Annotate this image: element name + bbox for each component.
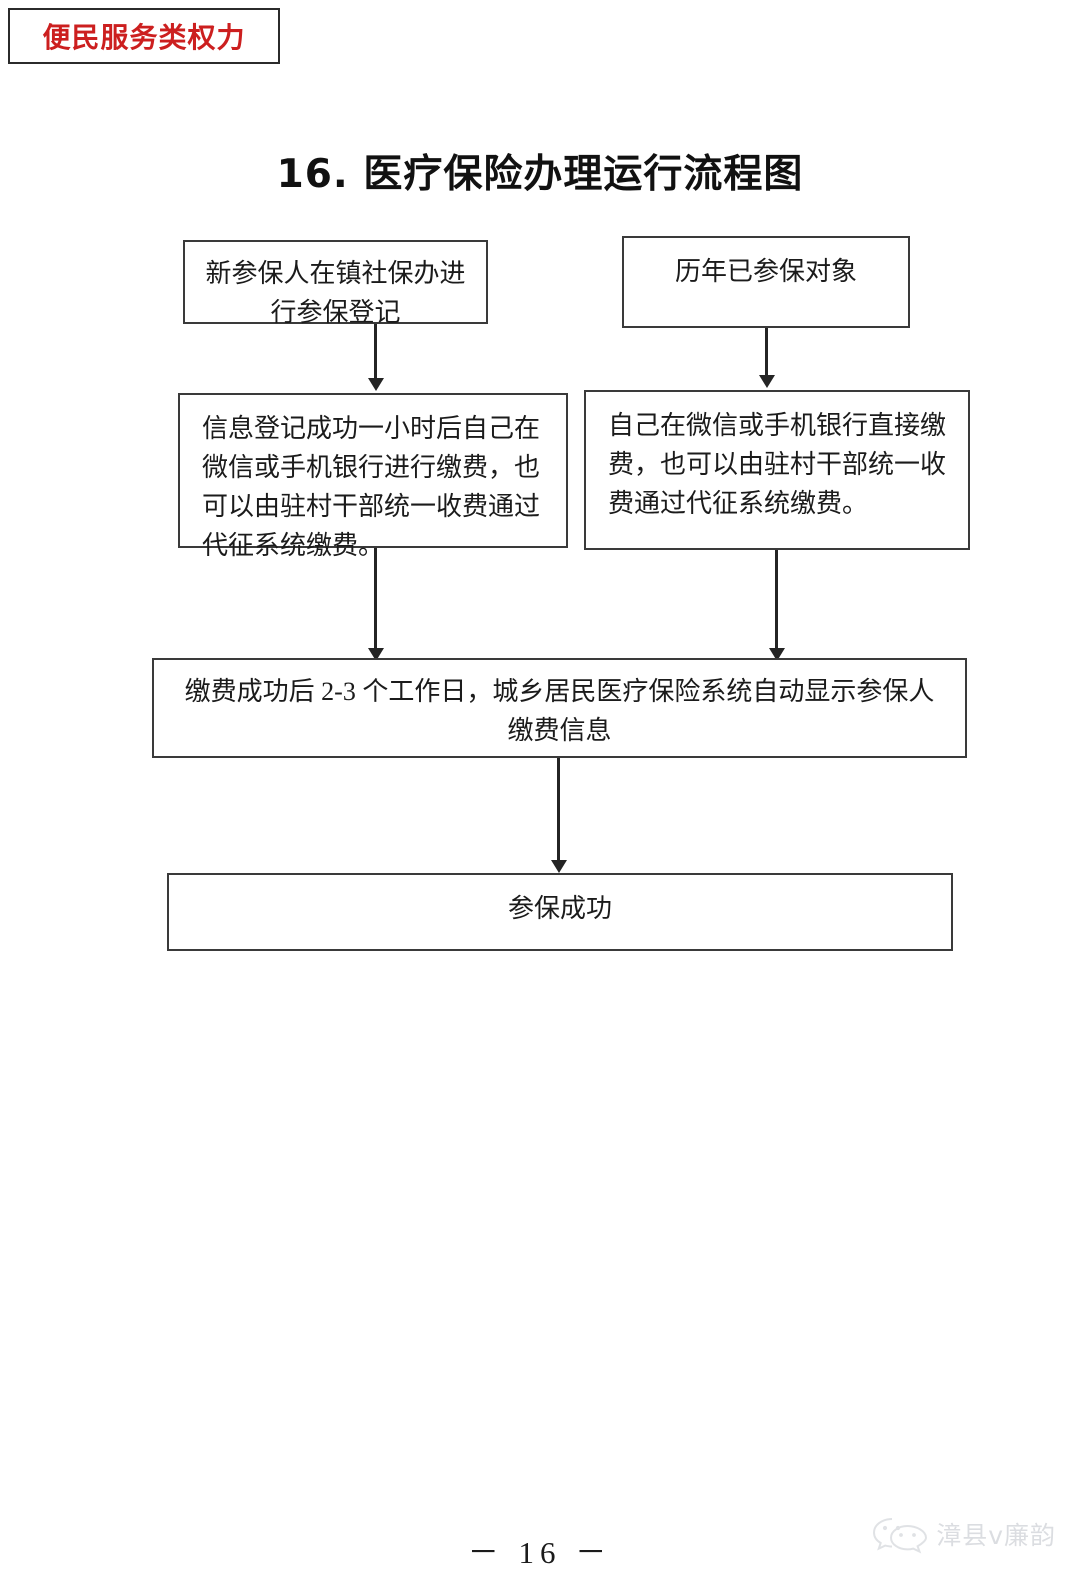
flow-node-system-display-label: 缴费成功后 2-3 个工作日，城乡居民医疗保险系统自动显示参保人缴费信息 bbox=[184, 677, 935, 745]
flow-node-existing-payment: 自己在微信或手机银行直接缴费，也可以由驻村干部统一收费通过代征系统缴费。 bbox=[584, 390, 970, 550]
connector-existing-payment-to-system-display bbox=[775, 550, 778, 651]
arrow-head-system-display-left bbox=[368, 648, 384, 661]
flow-node-new-registration-label: 新参保人在镇社保办进行参保登记 bbox=[205, 259, 466, 327]
flow-node-existing-insured: 历年已参保对象 bbox=[622, 236, 910, 328]
page-number: － 16 － bbox=[467, 1535, 613, 1570]
connector-existing-insured-to-existing-payment bbox=[765, 328, 768, 378]
wechat-icon bbox=[872, 1513, 928, 1555]
flow-node-new-payment-label: 信息登记成功一小时后自己在微信或手机银行进行缴费，也可以由驻村干部统一收费通过代… bbox=[202, 414, 541, 560]
flow-node-system-display: 缴费成功后 2-3 个工作日，城乡居民医疗保险系统自动显示参保人缴费信息 bbox=[152, 658, 967, 758]
arrow-head-existing-payment bbox=[759, 375, 775, 388]
connector-system-display-to-success bbox=[557, 758, 560, 863]
arrow-head-new-payment bbox=[368, 378, 384, 391]
watermark-label: 漳县v廉韵 bbox=[936, 1521, 1056, 1550]
flow-node-success: 参保成功 bbox=[167, 873, 953, 951]
flow-node-existing-insured-label: 历年已参保对象 bbox=[674, 257, 857, 286]
connector-new-payment-to-system-display bbox=[374, 548, 377, 651]
flow-node-new-payment: 信息登记成功一小时后自己在微信或手机银行进行缴费，也可以由驻村干部统一收费通过代… bbox=[178, 393, 568, 560]
flow-node-new-registration: 新参保人在镇社保办进行参保登记 bbox=[183, 240, 488, 327]
page-title: 16. 医疗保险办理运行流程图 bbox=[276, 152, 804, 197]
category-badge: 便民服务类权力 bbox=[8, 8, 280, 64]
flow-node-success-label: 参保成功 bbox=[507, 894, 612, 923]
flow-node-existing-payment-label: 自己在微信或手机银行直接缴费，也可以由驻村干部统一收费通过代征系统缴费。 bbox=[608, 411, 947, 518]
category-badge-label: 便民服务类权力 bbox=[42, 21, 246, 54]
arrow-head-success bbox=[551, 860, 567, 873]
arrow-head-system-display-right bbox=[769, 648, 785, 661]
watermark: 漳县v廉韵 bbox=[872, 1513, 1056, 1555]
connector-new-registration-to-new-payment bbox=[374, 324, 377, 380]
